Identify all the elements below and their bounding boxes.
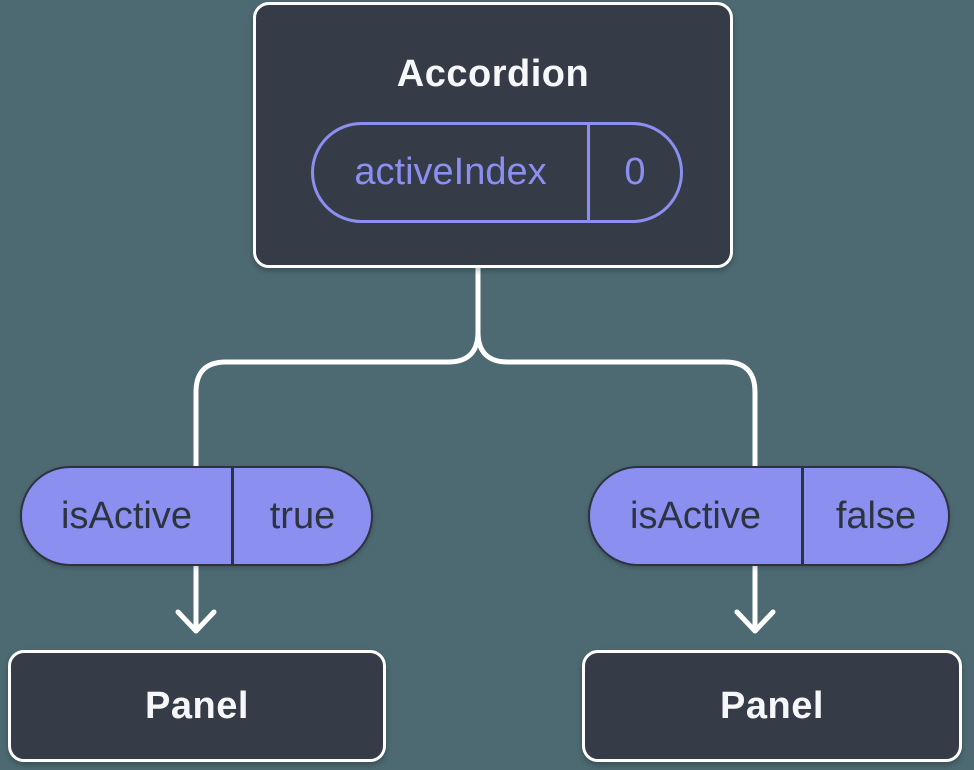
accordion-node: Accordion activeIndex 0 — [253, 2, 733, 268]
accordion-node-title: Accordion — [396, 53, 590, 95]
prop-name: isActive — [630, 494, 761, 537]
branch-line-left — [193, 261, 481, 632]
branch-line-right — [475, 261, 758, 632]
prop-pill-left: isActive true — [20, 466, 373, 566]
prop-pill-divider — [801, 468, 804, 564]
prop-value: true — [269, 494, 336, 537]
panel-node-right: Panel — [582, 650, 962, 762]
prop-pill-divider — [231, 468, 234, 564]
prop-name: isActive — [61, 494, 192, 537]
prop-pill-right: isActive false — [588, 466, 950, 566]
state-pill-divider — [587, 125, 590, 220]
state-value: 0 — [624, 151, 646, 193]
panel-node-title: Panel — [145, 684, 249, 727]
panel-node-left: Panel — [8, 650, 386, 762]
state-pill: activeIndex 0 — [311, 122, 683, 223]
arrow-down-icon — [734, 609, 776, 634]
prop-value: false — [835, 494, 917, 537]
panel-node-title: Panel — [720, 684, 824, 727]
arrow-down-icon — [175, 609, 217, 634]
state-name: activeIndex — [354, 151, 547, 193]
